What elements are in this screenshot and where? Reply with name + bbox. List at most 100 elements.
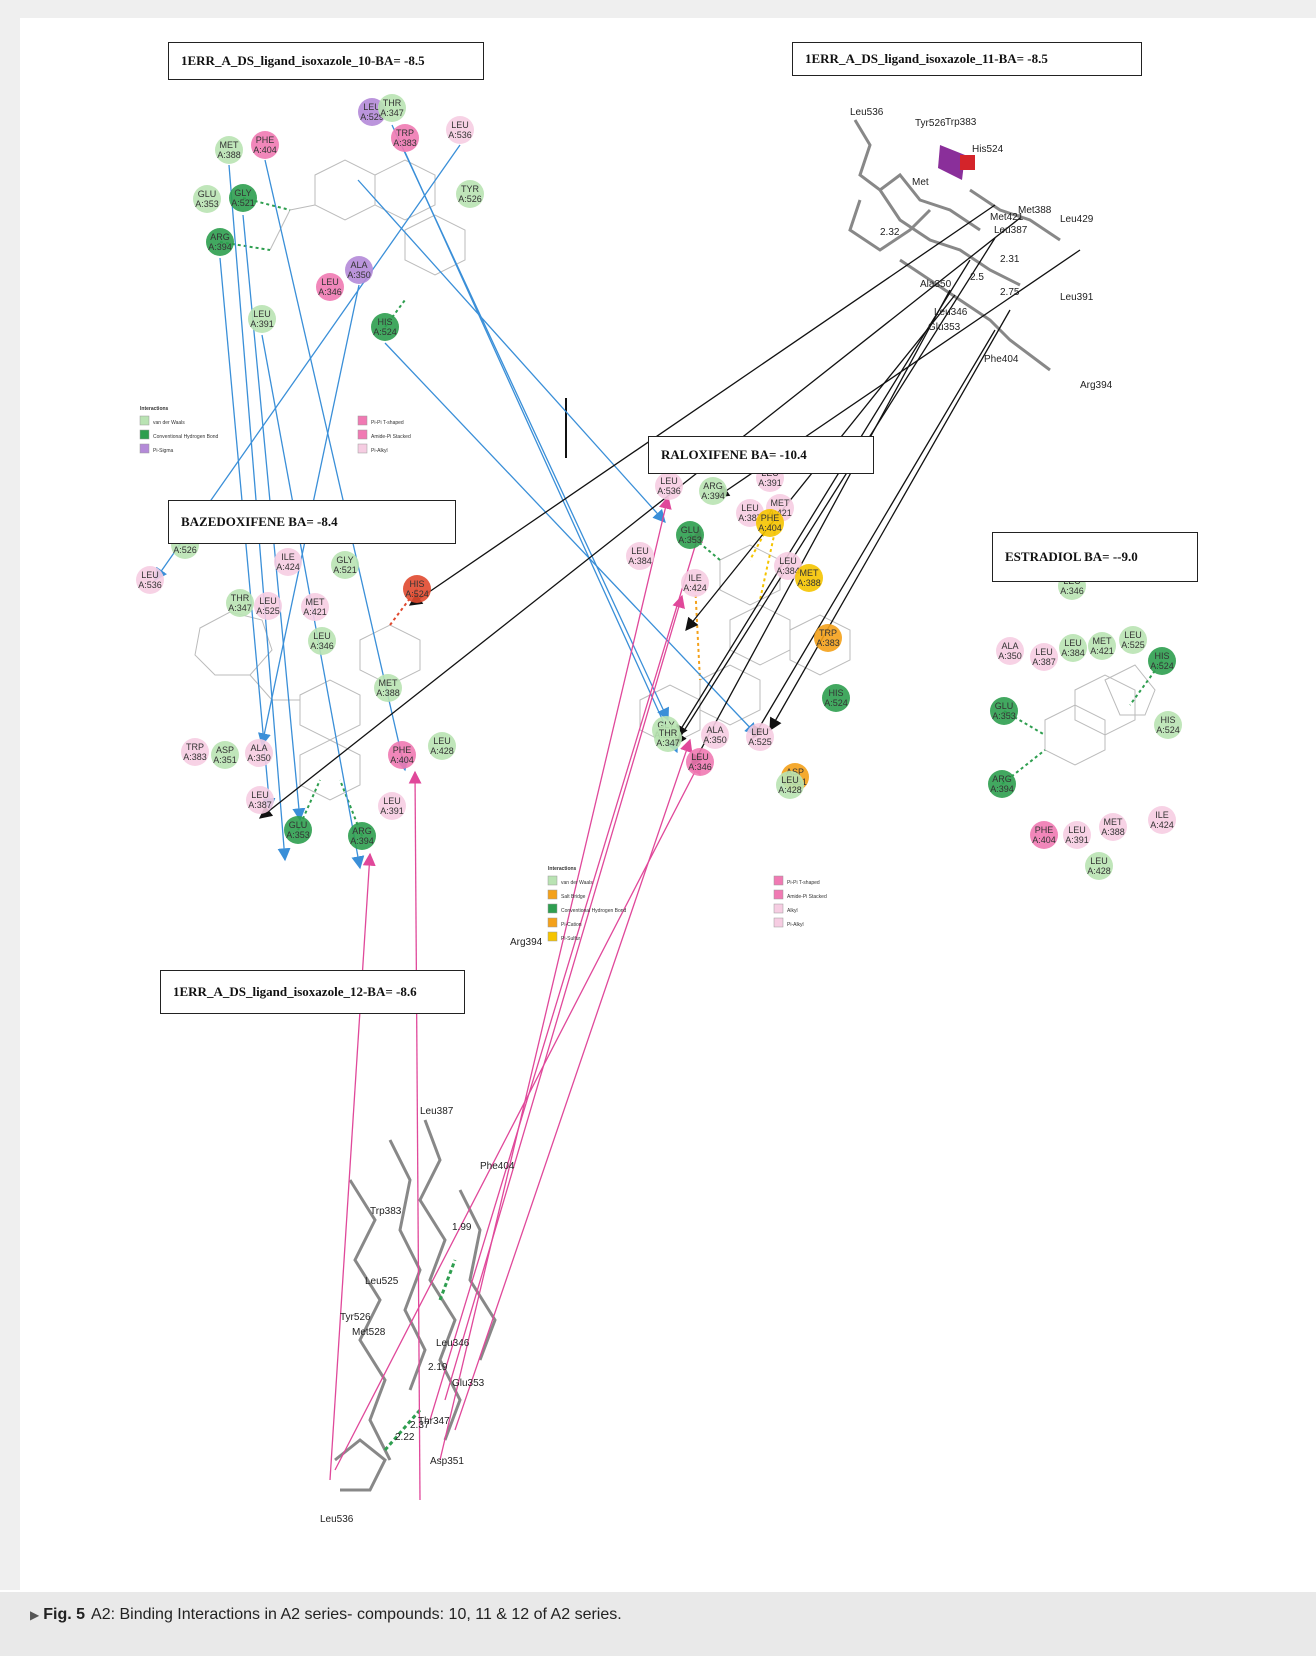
caption-text: A2: Binding Interactions in A2 series- c… [91, 1606, 622, 1623]
ligand11-highlight-red [960, 155, 975, 170]
legend-item: Pi-Sulfur [561, 936, 581, 942]
blue-arrow [391, 124, 669, 722]
residue-name: THR [659, 728, 678, 738]
residue-name: ARG [992, 774, 1012, 784]
residue-circle [254, 592, 282, 620]
residue-name: GLY [336, 555, 353, 565]
residue-id: A:383 [393, 138, 417, 148]
ligand11-label: Glu353 [928, 322, 961, 333]
residue-id: A:350 [703, 735, 727, 745]
residue-name: LEU [751, 727, 769, 737]
ligand12-label: Leu346 [436, 1338, 470, 1349]
residue-name: LEU [1124, 630, 1142, 640]
residue-circle [229, 184, 257, 212]
residue-labels: LEUA:529THRA:347TRPA:383LEUA:536META:388… [136, 94, 1182, 880]
legend-swatch [139, 429, 150, 440]
residue-id: A:524 [1150, 661, 1174, 671]
residues-estradiol: LEUA:346ALAA:350LEUA:387LEUA:384META:421… [988, 572, 1182, 880]
legend-item: Pi-Pi T-shaped [787, 880, 820, 886]
residue-circle [226, 589, 254, 617]
blue-arrow [357, 179, 666, 523]
residue-name: LEU [779, 556, 797, 566]
residue-name: GLU [681, 525, 700, 535]
pink-arrow [439, 495, 672, 1461]
title-bazedoxifene: BAZEDOXIFENE BA= -8.4 [168, 500, 456, 544]
ligand12-label: Phe404 [480, 1161, 515, 1172]
residue-id: A:388 [1101, 827, 1125, 837]
residue-circle [403, 575, 431, 603]
binding-interaction-diagram: LEUA:529THRA:347TRPA:383LEUA:536META:388… [136, 94, 1182, 1525]
residue-id: A:384 [1061, 648, 1085, 658]
ligand11-label: Leu387 [994, 225, 1028, 236]
residue-id: A:404 [390, 755, 414, 765]
residue-id: A:347 [228, 603, 252, 613]
residue-name: TYR [461, 184, 480, 194]
legend-swatch [773, 889, 784, 900]
residue-name: LEU [451, 120, 469, 130]
legend-item: van der Waals [561, 880, 593, 886]
black-arrow [258, 217, 1021, 819]
residue-id: A:536 [657, 486, 681, 496]
residue-id: A:394 [350, 836, 374, 846]
title-estradiol: ESTRADIOL BA= --9.0 [992, 532, 1198, 582]
ligand12-label: Trp383 [370, 1206, 402, 1217]
residue-circle [246, 786, 274, 814]
residue-circle [1088, 632, 1116, 660]
residue-id: A:383 [183, 752, 207, 762]
residue-id: A:350 [347, 270, 371, 280]
residue-id: A:525 [1121, 640, 1145, 650]
legend-swatch [139, 443, 150, 454]
residue-circle [681, 569, 709, 597]
legend-item: Pi-Cation [561, 922, 582, 928]
residue-circle [301, 593, 329, 621]
legend-item: Amide-Pi Stacked [787, 894, 827, 900]
residue-circle [776, 771, 804, 799]
black-arrow [769, 309, 1011, 732]
residue-id: A:391 [250, 319, 274, 329]
residue-id: A:524 [405, 589, 429, 599]
residue-id: A:428 [778, 785, 802, 795]
legend-item: Salt Bridge [561, 894, 586, 900]
legend-swatch [773, 903, 784, 914]
legend-item: Conventional Hydrogen Bond [561, 908, 627, 914]
legend-swatch [139, 415, 150, 426]
residue-circle [284, 816, 312, 844]
residue-id: A:346 [688, 762, 712, 772]
residue-circle [1154, 711, 1182, 739]
residue-name: ALA [1001, 641, 1018, 651]
residue-name: LEU [631, 546, 649, 556]
residue-circle [676, 521, 704, 549]
residue-name: LEU [433, 736, 451, 746]
residue-name: MET [1093, 636, 1113, 646]
ligand11-label: Trp383 [945, 117, 977, 128]
ligand11-label: Leu536 [850, 107, 884, 118]
residue-name: LEU [251, 790, 269, 800]
residue-id: A:383 [816, 638, 840, 648]
residue-circle [654, 724, 682, 752]
residue-name: MET [1104, 817, 1124, 827]
legend-item: Conventional Hydrogen Bond [153, 434, 219, 440]
ligand12-label: Leu525 [365, 1276, 399, 1287]
residue-circle [746, 723, 774, 751]
residue-name: LEU [321, 277, 339, 287]
residue-circle [1030, 643, 1058, 671]
